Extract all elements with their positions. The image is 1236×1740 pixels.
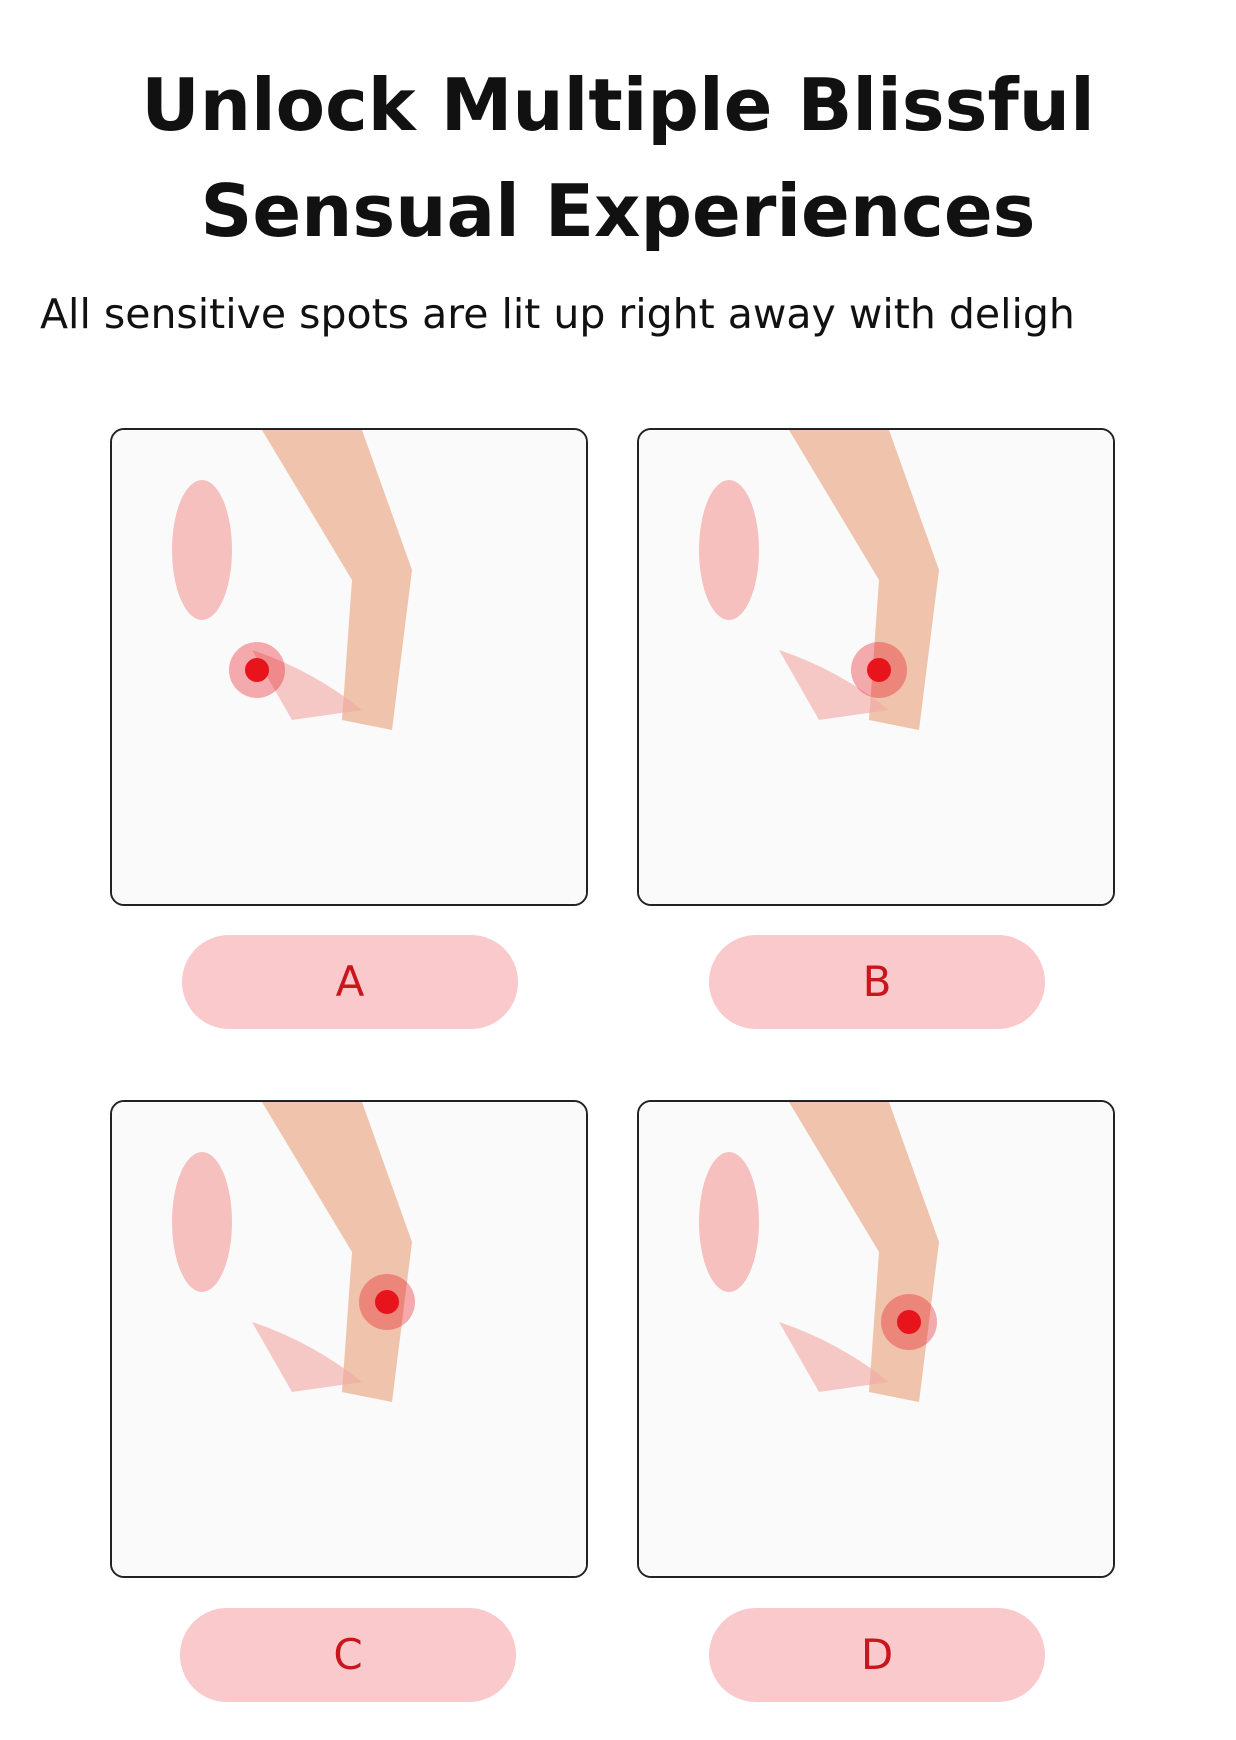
label-pill-c: C <box>180 1608 516 1702</box>
label-pill-d-text: D <box>860 1630 894 1679</box>
illustration-panel-b <box>637 428 1115 906</box>
headline-line-2: Sensual Experiences <box>200 169 1036 253</box>
label-pill-a: A <box>182 935 518 1029</box>
headline: Unlock Multiple Blissful Sensual Experie… <box>0 52 1236 264</box>
label-pill-c-text: C <box>333 1630 363 1679</box>
subtitle: All sensitive spots are lit up right awa… <box>40 290 1075 338</box>
illustration-frame <box>112 1102 586 1576</box>
illustration-frame <box>639 1102 1113 1576</box>
label-pill-d: D <box>709 1608 1045 1702</box>
illustration-panel-c <box>110 1100 588 1578</box>
label-pill-a-text: A <box>335 957 365 1006</box>
label-pill-b-text: B <box>862 957 892 1006</box>
illustration-panel-a <box>110 428 588 906</box>
headline-line-1: Unlock Multiple Blissful <box>141 63 1095 147</box>
label-pill-b: B <box>709 935 1045 1029</box>
illustration-frame <box>639 430 1113 904</box>
illustration-panel-d <box>637 1100 1115 1578</box>
illustration-frame <box>112 430 586 904</box>
